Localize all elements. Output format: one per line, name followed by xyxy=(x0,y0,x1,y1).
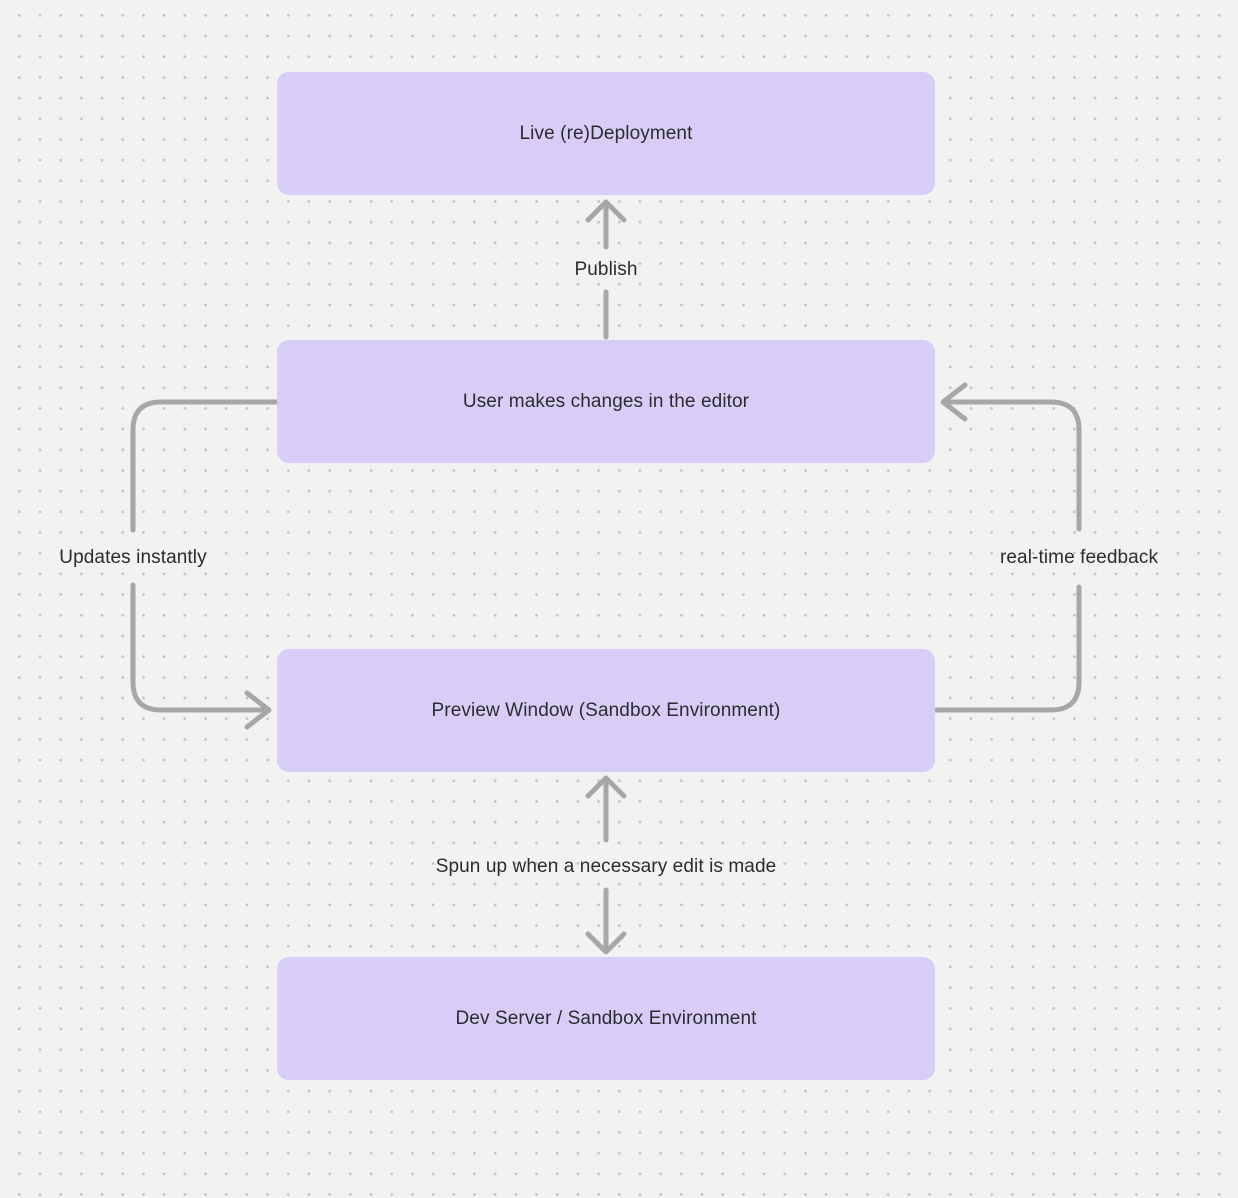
edge-label-updates-instantly: Updates instantly xyxy=(59,547,207,568)
node-label: Dev Server / Sandbox Environment xyxy=(455,1007,757,1029)
node-live-redeployment: Live (re)Deployment xyxy=(277,72,935,195)
node-label: User makes changes in the editor xyxy=(462,390,750,412)
edge-publish-arrow xyxy=(585,199,627,340)
node-label: Preview Window (Sandbox Environment) xyxy=(431,699,781,721)
edge-real-time-feedback-arrow xyxy=(932,382,1082,713)
arrowhead-right-icon xyxy=(244,690,272,730)
edge-label-real-time-feedback: real-time feedback xyxy=(999,547,1159,568)
arrowhead-left-icon xyxy=(940,382,968,422)
node-dev-server: Dev Server / Sandbox Environment xyxy=(277,957,935,1080)
arrowhead-up-icon xyxy=(585,775,627,799)
edge-spun-up-arrow xyxy=(585,775,627,955)
arrowhead-down-icon xyxy=(585,931,627,955)
edge-label-spun-up: Spun up when a necessary edit is made xyxy=(435,856,777,877)
edge-updates-instantly-arrow xyxy=(130,399,280,730)
edge-label-publish: Publish xyxy=(574,259,638,280)
node-label: Live (re)Deployment xyxy=(519,122,693,144)
node-preview-window: Preview Window (Sandbox Environment) xyxy=(277,649,935,772)
node-user-editor: User makes changes in the editor xyxy=(277,340,935,463)
arrowhead-up-icon xyxy=(585,199,627,223)
